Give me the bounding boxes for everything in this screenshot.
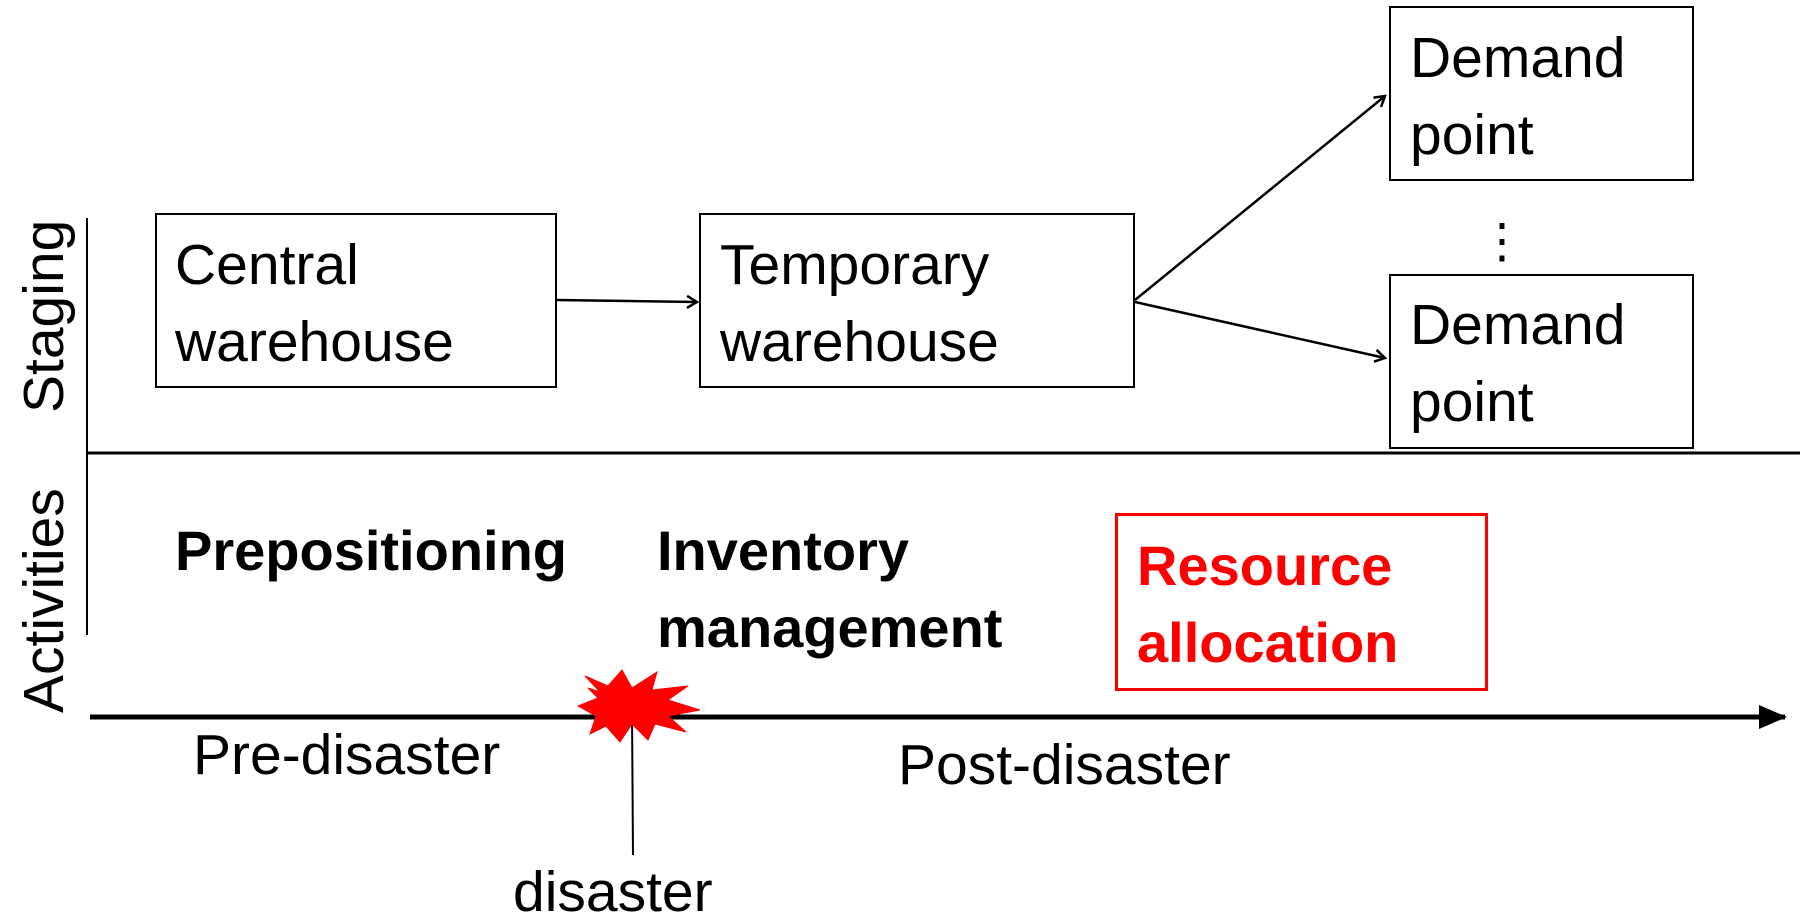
demand-point-bottom-box — [1389, 274, 1694, 449]
central-warehouse-label: Central warehouse — [175, 233, 454, 374]
temporary-warehouse-label: Temporary warehouse — [720, 233, 999, 374]
demand-point-top-label: Demand point — [1410, 26, 1626, 167]
activities-axis-label: Activities — [12, 488, 76, 713]
inventory-management-label: Inventory management — [657, 519, 1003, 659]
disaster-pointer — [631, 711, 634, 856]
disaster-explosion-icon — [576, 669, 701, 743]
disaster-label: disaster — [513, 860, 713, 924]
arrow-temporary-to-demand-bottom — [1134, 300, 1385, 358]
pre-disaster-label: Pre-disaster — [193, 723, 501, 787]
ellipsis-vertical: ⋮ — [1478, 215, 1526, 268]
arrow-temporary-to-demand-top — [1134, 96, 1385, 301]
central-warehouse-box — [155, 213, 557, 388]
post-disaster-label: Post-disaster — [898, 733, 1231, 797]
prepositioning-label: Prepositioning — [175, 519, 567, 582]
staging-axis-label: Staging — [12, 219, 76, 413]
resource-allocation-box — [1115, 513, 1488, 691]
arrow-central-to-temporary — [556, 300, 697, 302]
demand-point-bottom-label: Demand point — [1410, 293, 1626, 434]
resource-allocation-label: Resource allocation — [1137, 534, 1399, 674]
temporary-warehouse-box — [699, 213, 1135, 388]
demand-point-top-box — [1389, 6, 1694, 181]
